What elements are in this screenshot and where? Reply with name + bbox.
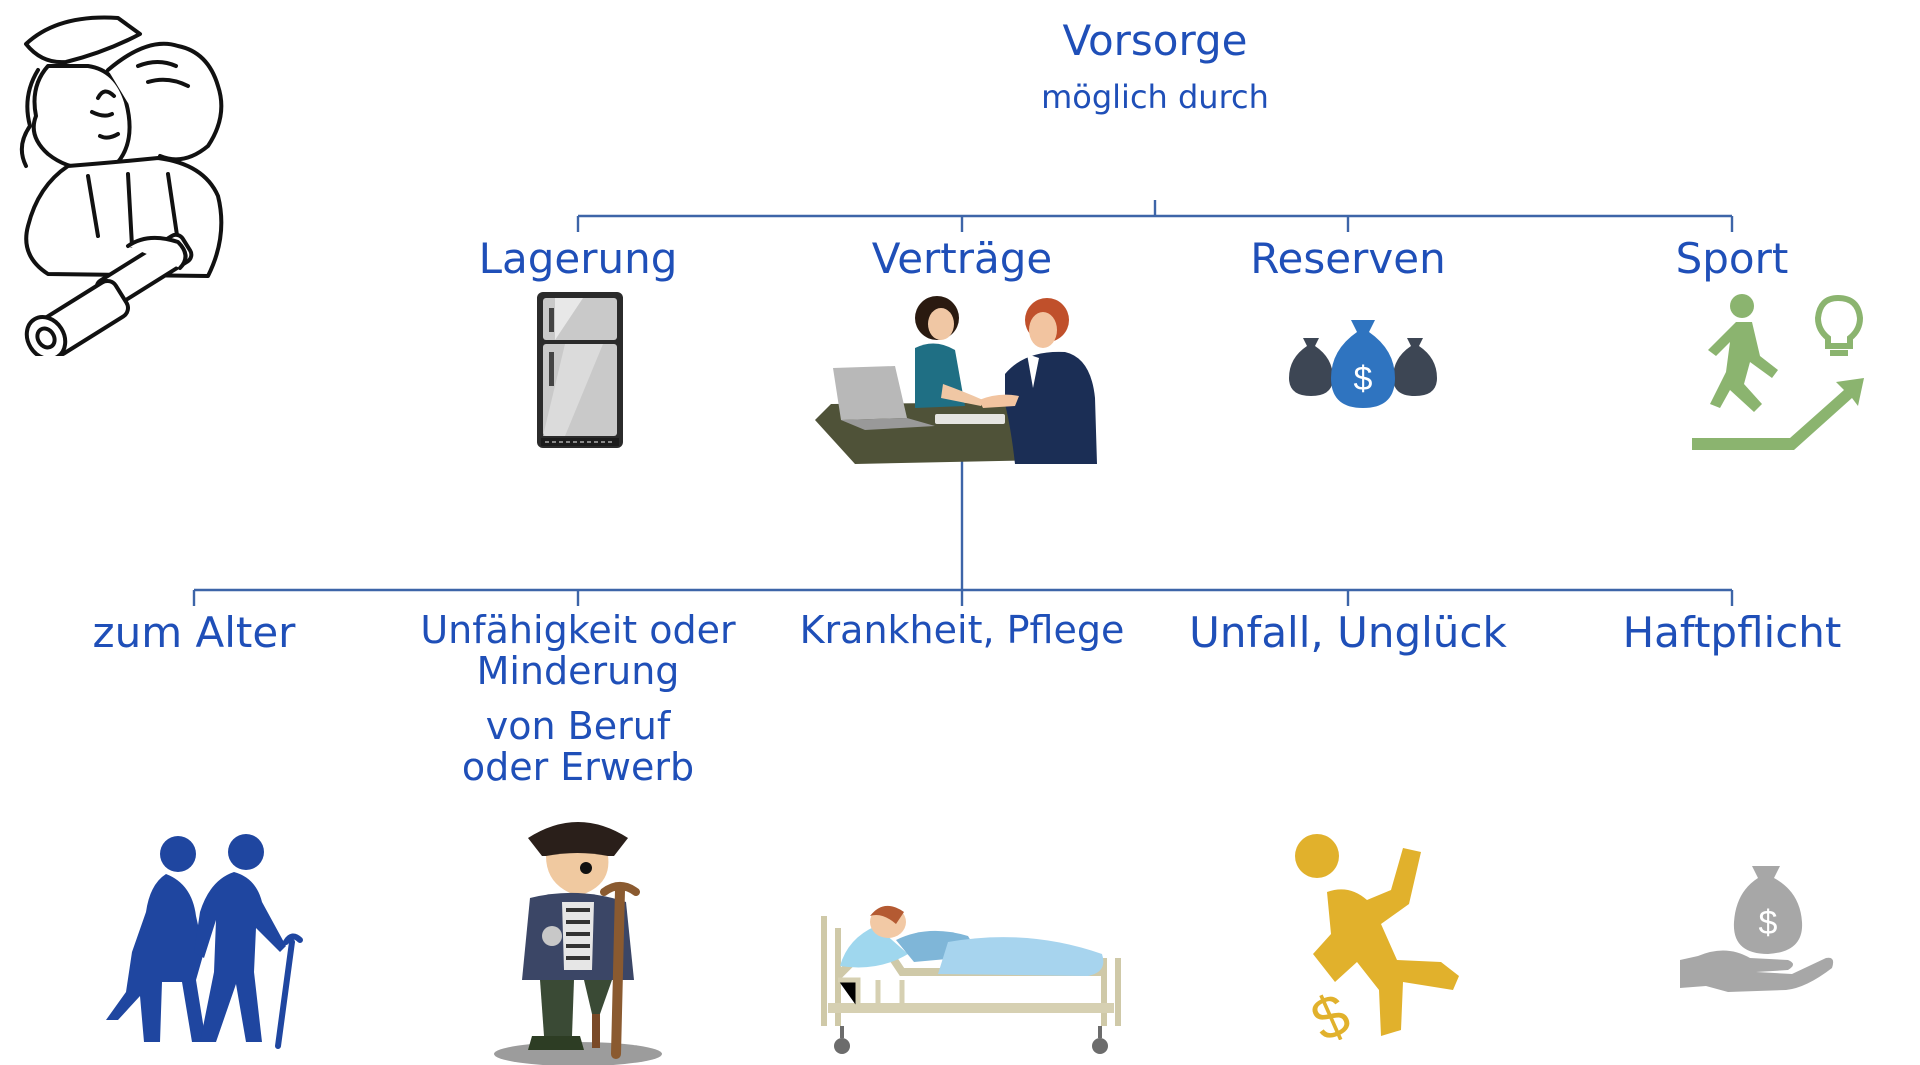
node-alter-label: zum Alter <box>92 608 296 657</box>
running-person-growth-icon <box>1692 294 1864 450</box>
root-subtitle: möglich durch <box>1041 78 1269 116</box>
elderly-couple-icon <box>106 834 303 1049</box>
patient-in-bed-icon <box>821 905 1121 1054</box>
node-sport-label: Sport <box>1675 234 1789 283</box>
node-reserven-label: Reserven <box>1250 234 1446 283</box>
node-lagerung-label: Lagerung <box>478 234 678 283</box>
refrigerator-icon <box>537 292 623 448</box>
node-unfaehigkeit-line4: oder Erwerb <box>461 745 695 789</box>
lookout-with-spyglass-icon <box>19 15 224 356</box>
root-title: Vorsorge <box>1062 16 1248 65</box>
pirate-with-crutch-icon <box>494 822 662 1065</box>
node-unfaehigkeit-line3: von Beruf <box>485 704 671 748</box>
hand-holding-money-bag-icon: $ <box>1680 866 1834 992</box>
node-unfaehigkeit-line1: Unfähigkeit oder <box>420 608 736 652</box>
slipping-person-icon: $ <box>1295 834 1459 1040</box>
business-meeting-icon <box>815 296 1097 464</box>
svg-text:$: $ <box>1354 360 1373 398</box>
money-bags-icon: $ <box>1289 320 1437 408</box>
node-vertraege-label: Verträge <box>871 234 1053 283</box>
svg-text:$: $ <box>1759 904 1778 942</box>
node-unfall-label: Unfall, Unglück <box>1189 608 1507 657</box>
node-krankheit-label: Krankheit, Pflege <box>799 608 1125 652</box>
node-unfaehigkeit-line2: Minderung <box>476 649 680 693</box>
svg-text:$: $ <box>1302 980 1360 1040</box>
node-haftpflicht-label: Haftpflicht <box>1622 608 1842 657</box>
